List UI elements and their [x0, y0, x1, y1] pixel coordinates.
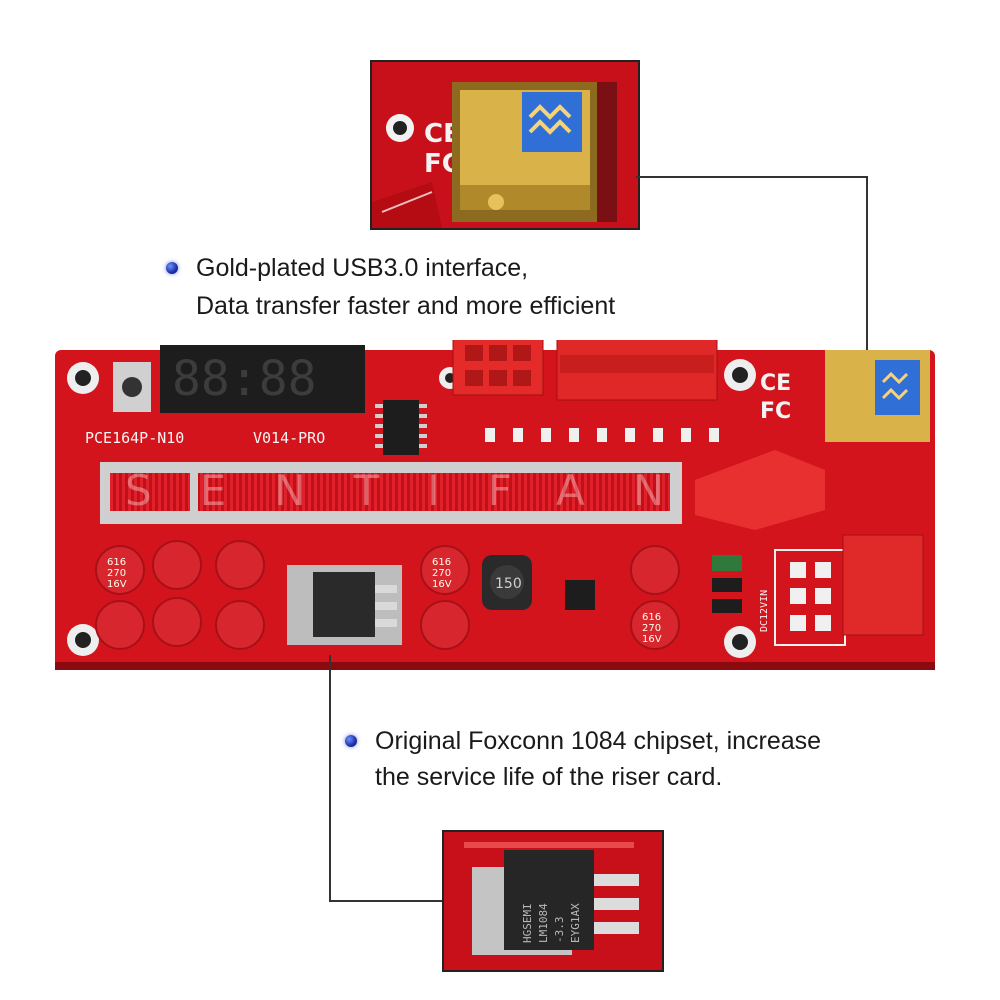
- seven-seg-display: [160, 345, 365, 413]
- watermark: SENTIFANG: [125, 466, 793, 515]
- svg-text:EYG1AX: EYG1AX: [569, 903, 582, 943]
- chip-callout-line-h: [329, 900, 444, 902]
- usb-blue-tongue: [522, 92, 582, 152]
- board-ce-mark: CE: [760, 371, 791, 396]
- feature-bullet-2: [345, 735, 357, 747]
- board-regulator: [313, 572, 375, 637]
- svg-text:LM1084: LM1084: [537, 903, 550, 943]
- svg-text:-3.3: -3.3: [553, 917, 566, 944]
- feature-bullet-1: [166, 262, 178, 274]
- feature-chip-line2: the service life of the riser card.: [375, 763, 723, 791]
- board-fc-mark: FC: [760, 399, 791, 424]
- svg-text:616: 616: [107, 557, 126, 568]
- svg-text:270: 270: [107, 568, 126, 579]
- regulator-chip: [504, 850, 594, 950]
- usb-callout-line-v: [866, 176, 868, 356]
- svg-text:616: 616: [432, 557, 451, 568]
- chip-zoom-inset: HGSEMI LM1084 -3.3 EYG1AX: [442, 830, 664, 972]
- svg-text:270: 270: [642, 623, 661, 634]
- feature-chip-line1: Original Foxconn 1084 chipset, increase: [375, 727, 822, 755]
- svg-text:16V: 16V: [432, 579, 452, 590]
- svg-text:16V: 16V: [107, 579, 127, 590]
- feature-usb-line1: Gold-plated USB3.0 interface,: [196, 254, 529, 282]
- riser-board: 88:88 PCE164P-N10 V014-PRO CE FC: [55, 329, 945, 675]
- chip-callout-line-v: [329, 655, 331, 901]
- usb-zoom-inset: CE FC: [370, 60, 640, 230]
- svg-text:616: 616: [642, 612, 661, 623]
- board-version-label: V014-PRO: [253, 429, 325, 447]
- svg-text:270: 270: [432, 568, 451, 579]
- dc-input-label: DC12VIN: [759, 590, 770, 632]
- riser-board-photo: 88:88 PCE164P-N10 V014-PRO CE FC: [55, 329, 935, 670]
- usb-zoom-photo: CE FC: [372, 62, 638, 228]
- feature-usb-line2: Data transfer faster and more efficient: [196, 292, 616, 320]
- svg-text:HGSEMI: HGSEMI: [521, 903, 534, 943]
- chip-zoom-photo: HGSEMI LM1084 -3.3 EYG1AX: [444, 832, 662, 970]
- usb-callout-line-h: [636, 176, 868, 178]
- seven-seg-digits: 88:88: [172, 351, 317, 407]
- board-model-label: PCE164P-N10: [85, 429, 184, 447]
- svg-text:150: 150: [495, 576, 522, 592]
- svg-text:16V: 16V: [642, 634, 662, 645]
